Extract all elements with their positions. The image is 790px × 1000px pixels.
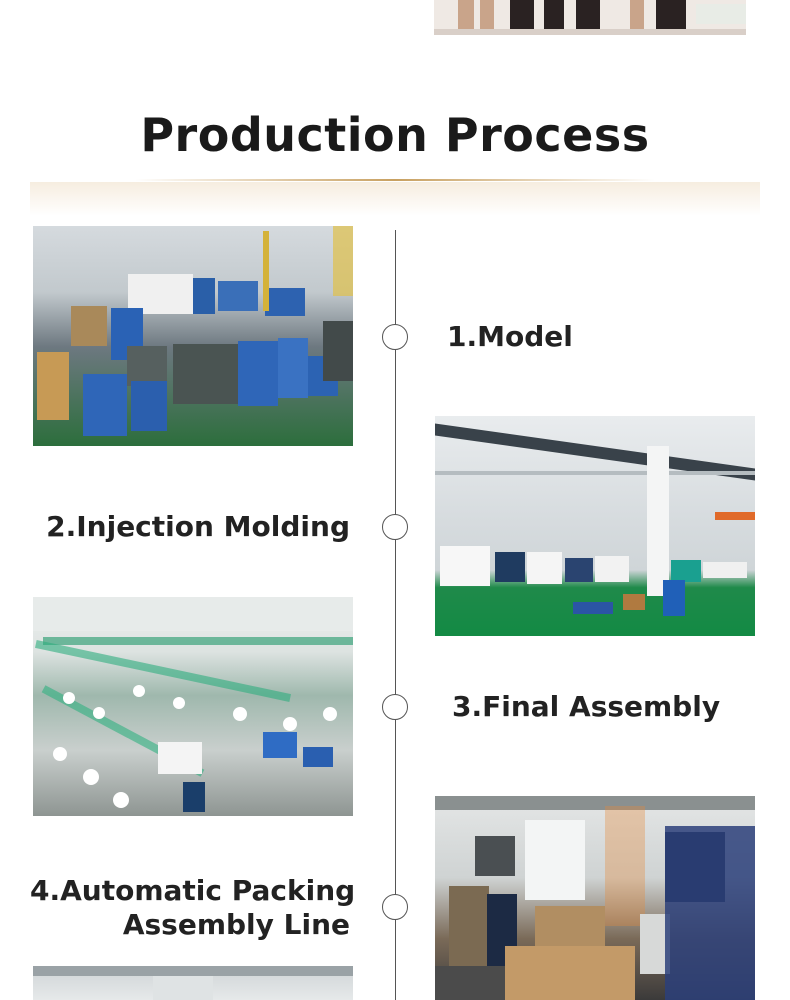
team-photo bbox=[434, 0, 746, 35]
final-assembly-photo bbox=[33, 597, 353, 816]
step-3-label: 3.Final Assembly bbox=[452, 690, 721, 723]
title-glow bbox=[30, 182, 760, 216]
step-4-label-line2: Assembly Line bbox=[122, 908, 350, 941]
model-photo bbox=[33, 226, 353, 446]
factory-photo-bottom bbox=[33, 966, 353, 1000]
timeline-node-1 bbox=[382, 324, 408, 350]
step-1-label: 1.Model bbox=[447, 320, 573, 353]
step-4-label-line1: 4.Automatic Packing bbox=[30, 874, 356, 907]
title-divider bbox=[135, 179, 655, 181]
injection-molding-photo bbox=[435, 416, 755, 636]
timeline-line bbox=[395, 230, 396, 1000]
page-title: Production Process bbox=[140, 108, 650, 162]
timeline-node-4 bbox=[382, 894, 408, 920]
timeline-node-2 bbox=[382, 514, 408, 540]
step-4-label: 4.Automatic Packing Assembly Line bbox=[30, 874, 356, 942]
step-2-label: 2.Injection Molding bbox=[46, 510, 350, 543]
packing-line-photo bbox=[435, 796, 755, 1000]
timeline-node-3 bbox=[382, 694, 408, 720]
